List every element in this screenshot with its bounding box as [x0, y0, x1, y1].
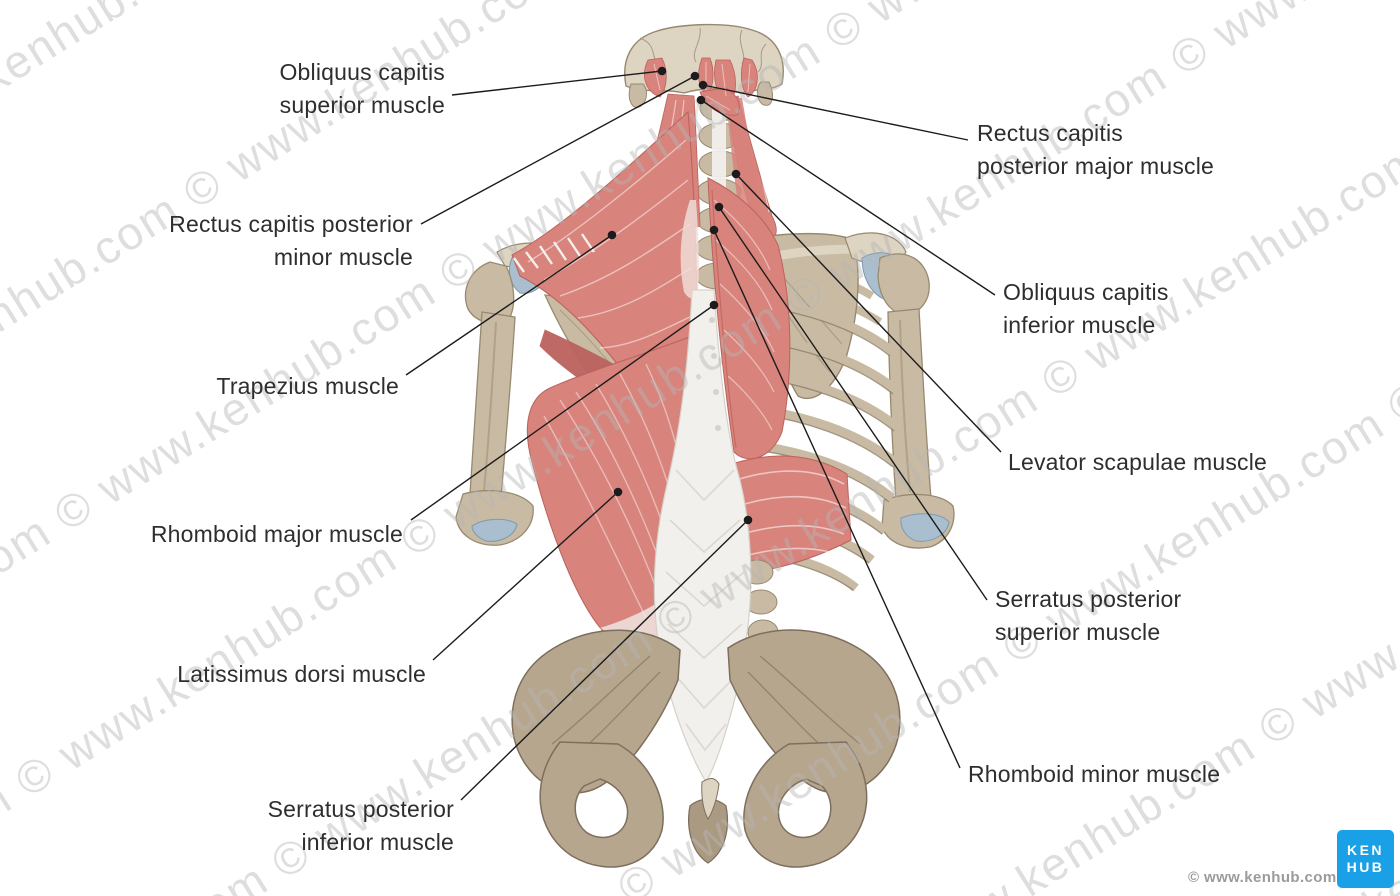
- logo-text-line1: KEN: [1346, 842, 1385, 858]
- copyright-text: © www.kenhub.com: [1188, 869, 1337, 886]
- right-arm: [861, 252, 955, 549]
- logo-text-line2: HUB: [1346, 859, 1385, 875]
- kenhub-logo: KEN HUB: [1337, 830, 1394, 888]
